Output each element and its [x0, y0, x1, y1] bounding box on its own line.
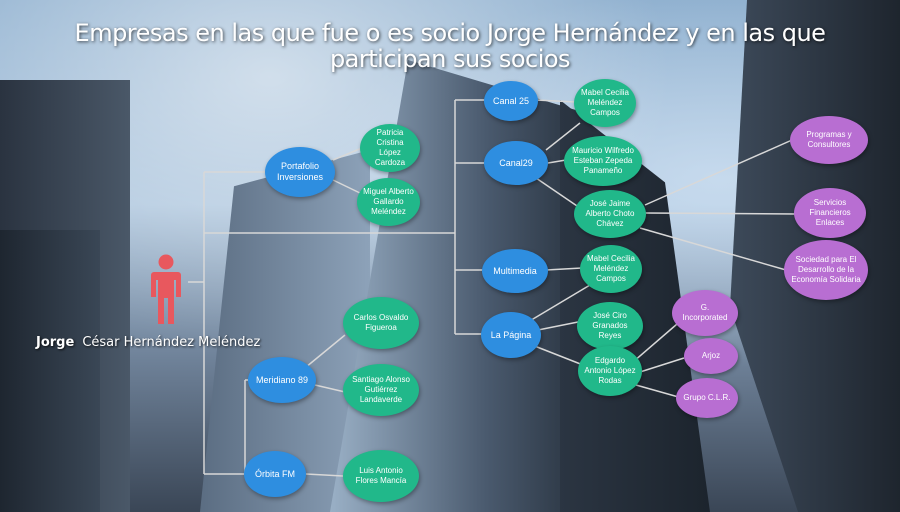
node-label: Canal29: [499, 157, 533, 168]
partner-node-jose-jaime[interactable]: José Jaime Alberto Choto Chávez: [574, 190, 646, 238]
node-label: Órbita FM: [254, 468, 295, 479]
person-icon: [151, 254, 181, 324]
partner-node-santiago[interactable]: Santiago Alonso Gutiérrez Landaverde: [343, 364, 419, 416]
node-label: Multimedia: [493, 265, 537, 276]
node-label: Meridiano 89: [255, 374, 309, 385]
node-label: Sociedad para El Desarrollo de la Econom…: [791, 255, 861, 284]
partner-node-luis[interactable]: Luis Antonio Flores Mancía: [343, 450, 419, 502]
company-node-canal25[interactable]: Canal 25: [484, 81, 538, 121]
company-node-grupo-clr[interactable]: Grupo C.L.R.: [676, 378, 738, 418]
partner-node-edgardo[interactable]: Edgardo Antonio López Rodas: [578, 346, 642, 396]
node-label: Miguel Alberto Gallardo Meléndez: [363, 187, 414, 216]
node-label: Portafolio Inversiones: [276, 161, 324, 182]
node-label: Servicios Financieros Enlaces: [809, 198, 851, 227]
node-label: José Ciro Granados Reyes: [592, 311, 628, 340]
company-node-portafolio[interactable]: Portafolio Inversiones: [265, 147, 335, 197]
person-first-name: Jorge: [36, 335, 75, 350]
company-node-la-pagina[interactable]: La Página: [481, 312, 541, 358]
node-label: Canal 25: [492, 95, 530, 106]
node-label: Arjoz: [701, 351, 721, 360]
company-node-g-incorporated[interactable]: G. Incorporated: [672, 290, 738, 336]
company-node-orbita[interactable]: Órbita FM: [244, 451, 306, 497]
node-label: Grupo C.L.R.: [683, 393, 731, 402]
node-label: G. Incorporated: [682, 303, 728, 322]
building-bottom-left: [0, 230, 100, 512]
node-label: Santiago Alonso Gutiérrez Landaverde: [352, 375, 410, 404]
node-label: Carlos Osvaldo Figueroa: [353, 313, 409, 332]
node-label: Mabel Cecilia Meléndez Campos: [580, 88, 630, 117]
person-name: Jorge César Hernández Meléndez: [36, 335, 260, 350]
node-label: Mauricio Wilfredo Esteban Zepeda Panameñ…: [572, 146, 634, 175]
partner-node-mabel-1[interactable]: Mabel Cecilia Meléndez Campos: [574, 79, 636, 127]
node-label: Edgardo Antonio López Rodas: [584, 356, 636, 385]
node-label: Patricia Cristina López Cardoza: [374, 128, 406, 167]
company-node-multimedia[interactable]: Multimedia: [482, 249, 548, 293]
company-node-arjoz[interactable]: Arjoz: [684, 338, 738, 374]
node-label: Programas y Consultores: [806, 130, 852, 149]
company-node-servicios[interactable]: Servicios Financieros Enlaces: [794, 188, 866, 238]
person-last-names: César Hernández Meléndez: [82, 335, 261, 350]
partner-node-mabel-2[interactable]: Mabel Cecilia Meléndez Campos: [580, 245, 642, 293]
company-node-sociedad[interactable]: Sociedad para El Desarrollo de la Econom…: [784, 240, 868, 300]
node-label: Mabel Cecilia Meléndez Campos: [586, 254, 636, 283]
partner-node-miguel[interactable]: Miguel Alberto Gallardo Meléndez: [357, 178, 420, 226]
node-label: José Jaime Alberto Choto Chávez: [585, 199, 635, 228]
company-node-canal29[interactable]: Canal29: [484, 141, 548, 185]
partner-node-jose-ciro[interactable]: José Ciro Granados Reyes: [577, 302, 643, 350]
node-label: Luis Antonio Flores Mancía: [355, 466, 407, 485]
partner-node-carlos[interactable]: Carlos Osvaldo Figueroa: [343, 297, 419, 349]
page-title: Empresas en las que fue o es socio Jorge…: [74, 19, 826, 73]
company-node-programas[interactable]: Programas y Consultores: [790, 116, 868, 164]
company-node-meridiano[interactable]: Meridiano 89: [248, 357, 316, 403]
partner-node-mauricio[interactable]: Mauricio Wilfredo Esteban Zepeda Panameñ…: [564, 136, 642, 186]
partner-node-patricia[interactable]: Patricia Cristina López Cardoza: [360, 124, 420, 172]
node-label: La Página: [490, 329, 532, 340]
